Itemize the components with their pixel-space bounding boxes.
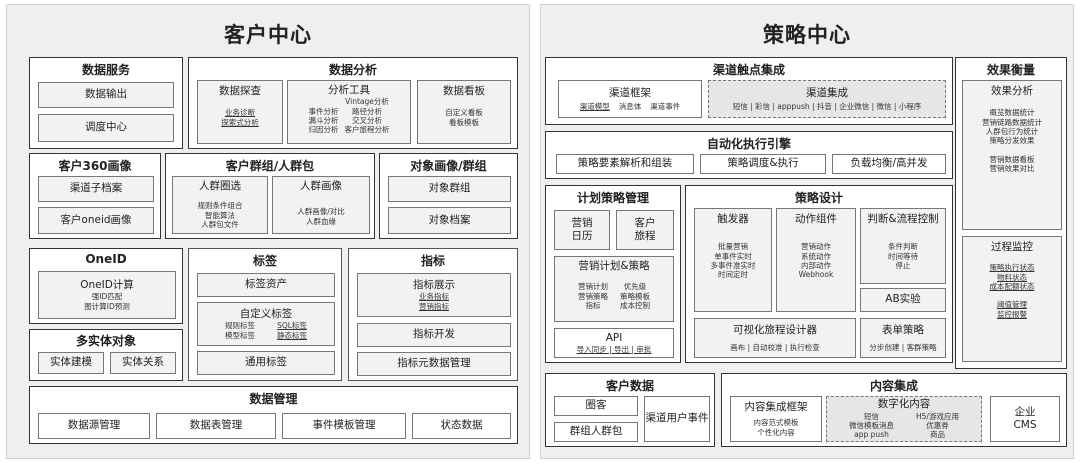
state-data-box[interactable]: 状态数据 xyxy=(412,413,511,439)
multi-entity-section: 多实体对象 实体建模 实体关系 xyxy=(29,329,183,381)
data-explore-box[interactable]: 数据探查 业务诊断 探索式分析 xyxy=(197,80,283,144)
metrics-title: 指标 xyxy=(420,254,445,268)
datasource-mgmt-box[interactable]: 数据源管理 xyxy=(38,413,150,439)
channel-touch-section: 渠道触点集成 渠道框架 渠道模型消息体渠道事件 渠道集成 短信 | 彩信 | a… xyxy=(545,57,953,125)
customer-center-title: 客户中心 xyxy=(224,23,312,47)
element-parse-box[interactable]: 策略要素解析和组装 xyxy=(556,154,694,174)
customer-journey-box[interactable]: 客户旅程 xyxy=(616,210,674,250)
marketing-calendar-box[interactable]: 营销日历 xyxy=(554,210,610,250)
oneid-title: OneID xyxy=(85,252,127,266)
customer-data-title: 客户数据 xyxy=(605,379,654,393)
object-portrait-title: 对象画像/群组 xyxy=(410,159,487,173)
plan-strategy-section: 计划策略管理 营销日历 客户旅程 营销计划&策略 营销计划营销策略指标 优先级策… xyxy=(545,185,681,363)
metrics-meta-box[interactable]: 指标元数据管理 xyxy=(357,352,511,376)
strategy-center-title: 策略中心 xyxy=(763,23,851,47)
content-frame-box[interactable]: 内容集成框架 内容范式模板 个性化内容 xyxy=(730,396,822,442)
tags-title: 标签 xyxy=(252,254,277,268)
customer-360-section: 客户360画像 渠道子档案 客户oneid画像 xyxy=(29,153,161,239)
data-service-title: 数据服务 xyxy=(81,63,130,77)
customer-center-panel: 客户中心 数据服务 数据输出 调度中心 数据分析 数据探查 业务诊断 探索式分析… xyxy=(6,4,530,459)
entity-modeling-box[interactable]: 实体建模 xyxy=(38,352,104,374)
object-profile-box[interactable]: 对象档案 xyxy=(388,207,511,234)
general-tag-box[interactable]: 通用标签 xyxy=(197,351,335,375)
effect-measure-section: 效果衡量 效果分析 概览数据统计 营销链路数据统计 人群包行为统计 策略分发效果… xyxy=(955,57,1067,369)
group-pack-box[interactable]: 群组人群包 xyxy=(554,422,638,442)
process-monitor-box[interactable]: 过程监控 策略执行状态 物料状态 成本配额状态 阈值管理 监控报警 xyxy=(962,236,1062,362)
data-board-box[interactable]: 数据看板 自定义看板 看板模板 xyxy=(417,80,511,144)
data-output-box[interactable]: 数据输出 xyxy=(38,82,174,108)
content-integration-title: 内容集成 xyxy=(869,379,918,393)
crowd-portrait-box[interactable]: 人群画像 人群画像/对比 人群血缘 xyxy=(272,176,370,234)
channel-frame-box[interactable]: 渠道框架 渠道模型消息体渠道事件 xyxy=(558,80,702,118)
api-box[interactable]: API 导入同步 | 导出 | 审批 xyxy=(554,328,674,358)
custom-tag-box[interactable]: 自定义标签 规则标签模型标签 SQL标签静态标签 xyxy=(197,302,335,346)
oneid-portrait-box[interactable]: 客户oneid画像 xyxy=(38,207,154,234)
customer-group-section: 客户群组/人群包 人群圈选 规则条件组合 智能算法 人群包文件 人群画像 人群画… xyxy=(165,153,375,239)
auto-engine-title: 自动化执行引擎 xyxy=(706,137,791,151)
load-balance-box[interactable]: 负载均衡/高并发 xyxy=(832,154,946,174)
channel-user-event-box[interactable]: 渠道用户事件 xyxy=(644,396,710,442)
ab-test-box[interactable]: AB实验 xyxy=(860,288,946,312)
oneid-calc-box[interactable]: OneID计算 强ID匹配 图计算ID预测 xyxy=(38,271,176,319)
plan-strategy-title: 计划策略管理 xyxy=(576,191,649,205)
channel-integration-box[interactable]: 渠道集成 短信 | 彩信 | apppush | 抖音 | 企业微信 | 微信 … xyxy=(708,80,946,118)
multi-entity-title: 多实体对象 xyxy=(75,334,136,348)
tags-section: 标签 标签资产 自定义标签 规则标签模型标签 SQL标签静态标签 通用标签 xyxy=(188,248,342,381)
schedule-center-box[interactable]: 调度中心 xyxy=(38,114,174,142)
marketing-plan-box[interactable]: 营销计划&策略 营销计划营销策略指标 优先级策略模板成本控制 xyxy=(554,256,674,322)
strategy-center-panel: 策略中心 渠道触点集成 渠道框架 渠道模型消息体渠道事件 渠道集成 短信 | 彩… xyxy=(540,4,1074,459)
customer-360-title: 客户360画像 xyxy=(58,159,132,173)
customer-data-section: 客户数据 圈客 群组人群包 渠道用户事件 xyxy=(545,373,715,447)
effect-analysis-box[interactable]: 效果分析 概览数据统计 营销链路数据统计 人群包行为统计 策略分发效果 营销数据… xyxy=(962,80,1062,230)
strategy-design-title: 策略设计 xyxy=(794,191,843,205)
form-strategy-box[interactable]: 表单策略 分步创建 | 客群策略 xyxy=(860,318,946,358)
customer-group-title: 客户群组/人群包 xyxy=(225,159,315,173)
effect-measure-title: 效果衡量 xyxy=(986,63,1035,77)
strategy-design-section: 策略设计 触发器 批量营销 单事件实时 多事件准实时 时间定时 动作组件 营销动… xyxy=(685,185,953,363)
object-portrait-section: 对象画像/群组 对象群组 对象档案 xyxy=(379,153,518,239)
schedule-exec-box[interactable]: 策略调度&执行 xyxy=(700,154,826,174)
datatable-mgmt-box[interactable]: 数据表管理 xyxy=(156,413,276,439)
data-service-section: 数据服务 数据输出 调度中心 xyxy=(29,57,183,149)
channel-touch-title: 渠道触点集成 xyxy=(712,63,785,77)
data-analysis-section: 数据分析 数据探查 业务诊断 探索式分析 分析工具 事件分析漏斗分析归因分析 V… xyxy=(188,57,518,149)
crowd-select-box[interactable]: 人群圈选 规则条件组合 智能算法 人群包文件 xyxy=(172,176,268,234)
data-management-section: 数据管理 数据源管理 数据表管理 事件模板管理 状态数据 xyxy=(29,386,518,444)
trigger-box[interactable]: 触发器 批量营销 单事件实时 多事件准实时 时间定时 xyxy=(694,208,772,312)
auto-engine-section: 自动化执行引擎 策略要素解析和组装 策略调度&执行 负载均衡/高并发 xyxy=(545,131,953,179)
metrics-section: 指标 指标展示 业务指标 营销指标 指标开发 指标元数据管理 xyxy=(348,248,518,381)
circle-customer-box[interactable]: 圈客 xyxy=(554,396,638,416)
visual-journey-box[interactable]: 可视化旅程设计器 画布 | 自动校准 | 执行检查 xyxy=(694,318,856,358)
metrics-dev-box[interactable]: 指标开发 xyxy=(357,323,511,347)
judge-flow-box[interactable]: 判断&流程控制 条件判断 时间等待 停止 xyxy=(860,208,946,284)
action-component-box[interactable]: 动作组件 营销动作 系统动作 内部动作 Webhook xyxy=(776,208,856,312)
analysis-tools-box[interactable]: 分析工具 事件分析漏斗分析归因分析 Vintage分析路径分析交叉分析客户旅程分… xyxy=(287,80,411,144)
oneid-section: OneID OneID计算 强ID匹配 图计算ID预测 xyxy=(29,248,183,324)
data-analysis-title: 数据分析 xyxy=(328,63,377,77)
event-template-mgmt-box[interactable]: 事件模板管理 xyxy=(282,413,406,439)
channel-subprofile-box[interactable]: 渠道子档案 xyxy=(38,176,154,202)
metrics-display-box[interactable]: 指标展示 业务指标 营销指标 xyxy=(357,273,511,317)
object-group-box[interactable]: 对象群组 xyxy=(388,176,511,202)
tag-asset-box[interactable]: 标签资产 xyxy=(197,273,335,297)
data-management-title: 数据管理 xyxy=(249,392,298,406)
entity-relation-box[interactable]: 实体关系 xyxy=(110,352,176,374)
